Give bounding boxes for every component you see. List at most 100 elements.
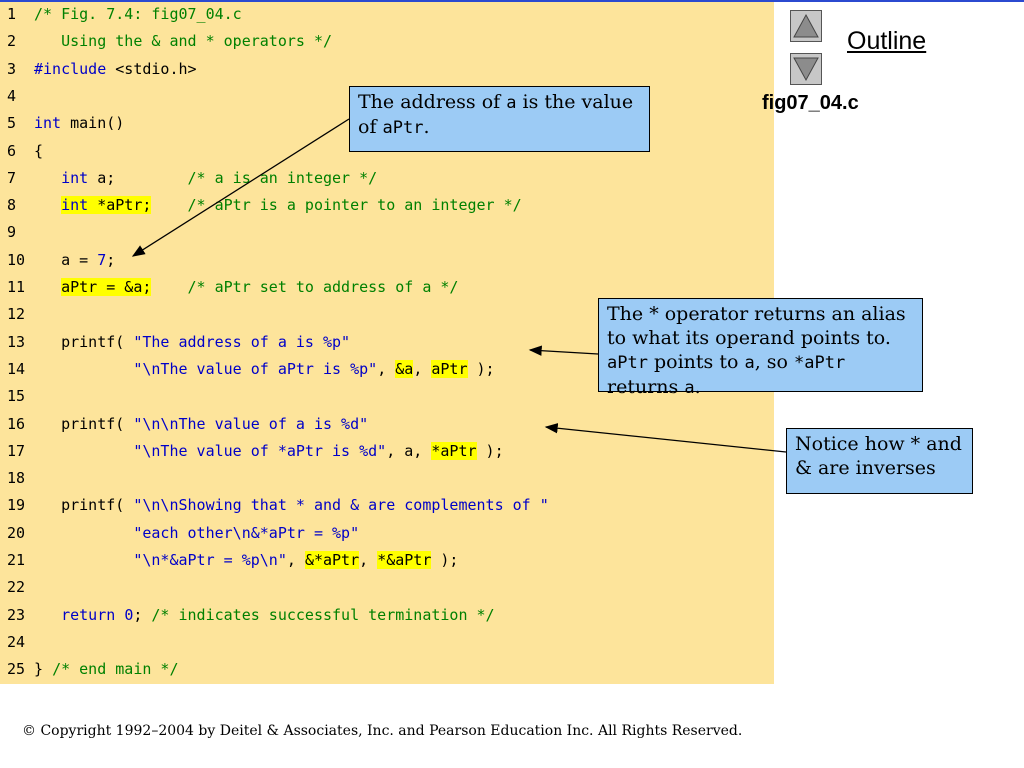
code-line: 2 Using the & and * operators */ [0,31,774,58]
line-number: 6 [7,141,17,160]
code-line: 18 [0,468,774,495]
line-number: 20 [7,523,26,542]
code-text: printf( "\n\nShowing that * and & are co… [34,495,549,515]
code-line: 11 aPtr = &a; /* aPtr set to address of … [0,277,774,304]
line-number: 15 [7,387,26,406]
code-text: #include <stdio.h> [34,59,197,79]
code-line: 3 #include <stdio.h> [0,59,774,86]
code-line: 16 printf( "\n\nThe value of a is %d" [0,414,774,441]
callout-address-of-a: The address of a is the value of aPtr. [349,86,650,152]
code-token: "each other\n&*aPtr = %p" [133,523,360,542]
line-number: 22 [7,578,26,597]
code-token: "\nThe value of *aPtr is %d" [133,441,387,460]
code-line: 14 "\nThe value of aPtr is %p", &a, aPtr… [0,359,774,386]
code-token: ); [431,551,459,569]
line-number: 5 [7,114,17,133]
code-text: "\nThe value of *aPtr is %d", a, *aPtr )… [34,441,504,461]
callout-inverses: Notice how * and & are inverses [786,428,973,494]
line-number: 23 [7,605,26,624]
code-token: ); [476,441,504,460]
code-token: "\nThe value of aPtr is %p" [133,359,378,378]
code-token: } [34,660,53,679]
code-text: /* Fig. 7.4: fig07_04.c [34,4,242,24]
code-token [34,360,133,378]
code-text: "each other\n&*aPtr = %p" [34,523,359,543]
code-token: return [61,605,116,624]
code-token: , a, [386,441,432,460]
code-token: /* Fig. 7.4: fig07_04.c [34,5,242,23]
code-token: /* aPtr set to address of a */ [187,278,459,296]
line-number: 2 [7,32,17,51]
code-token: int [61,168,89,187]
highlighted-code-token: *aPtr [431,441,477,460]
line-number: 13 [7,332,26,351]
code-line: 24 [0,632,774,659]
code-line: 6{ [0,141,774,168]
triangle-down-icon [793,57,819,82]
code-text: "\n*&aPtr = %p\n", &*aPtr, *&aPtr ); [34,550,458,570]
code-token: { [34,141,44,160]
callout-dereference-operator: The * operator returns an alias to what … [598,298,923,398]
top-rule [0,0,1024,2]
code-line: 13 printf( "The address of a is %p" [0,332,774,359]
code-line: 12 [0,304,774,331]
code-token: "The address of a is %p" [133,332,351,351]
code-token: "\n\nThe value of a is %d" [133,414,369,433]
code-line: 19 printf( "\n\nShowing that * and & are… [0,495,774,522]
previous-slide-button[interactable] [790,10,822,42]
code-token [34,551,133,569]
code-line: 1 /* Fig. 7.4: fig07_04.c [0,4,774,31]
line-number: 19 [7,496,26,515]
code-token: , [377,359,396,378]
line-number: 14 [7,359,26,378]
code-token: printf( [34,332,134,351]
code-line: 15 [0,386,774,413]
next-slide-button[interactable] [790,53,822,85]
code-token: int [34,114,62,133]
code-text: printf( "\n\nThe value of a is %d" [34,414,368,434]
code-line: 17 "\nThe value of *aPtr is %d", a, *aPt… [0,441,774,468]
code-token: /* a is an integer */ [187,168,378,187]
code-line: 21 "\n*&aPtr = %p\n", &*aPtr, *&aPtr ); [0,550,774,577]
code-text: int *aPtr; /* aPtr is a pointer to an in… [34,195,522,215]
code-text: int main() [34,113,124,133]
code-token [151,278,187,296]
code-token: #include [34,59,107,78]
highlighted-code-token: *&aPtr [377,551,432,569]
code-token: printf( [34,496,134,515]
code-token: Using the & and * operators */ [34,32,333,51]
line-number: 8 [7,196,17,215]
code-token: /* aPtr is a pointer to an integer */ [187,196,522,215]
line-number: 4 [7,86,17,105]
highlighted-code-token: aPtr = &a; [61,278,152,296]
line-number: 7 [7,168,17,187]
code-text: printf( "The address of a is %p" [34,332,350,352]
line-number: 3 [7,59,17,78]
code-text: } /* end main */ [34,659,179,679]
line-number: 9 [7,223,17,242]
highlighted-code-token: aPtr [431,359,468,378]
code-line: 7 int a; /* a is an integer */ [0,168,774,195]
line-number: 24 [7,632,26,651]
code-token: "\n*&aPtr = %p\n" [133,551,287,569]
line-number: 17 [7,441,26,460]
code-token: , [359,551,378,569]
copyright-notice: © Copyright 1992–2004 by Deitel & Associ… [22,723,743,739]
code-line: 4 [0,86,774,113]
code-token [34,606,61,624]
line-number: 12 [7,305,26,324]
highlighted-code-token: &*aPtr [304,551,360,569]
line-number: 10 [7,250,26,269]
code-token: ; [133,605,152,624]
code-token [34,524,133,542]
code-line: 9 [0,222,774,249]
code-token: main() [61,114,125,133]
line-number: 16 [7,414,26,433]
code-token: 7 [97,250,107,269]
line-number: 1 [7,5,17,23]
code-token: ); [467,359,495,378]
code-line: 8 int *aPtr; /* aPtr is a pointer to an … [0,195,774,222]
line-number: 18 [7,469,26,488]
code-line: 23 return 0; /* indicates successful ter… [0,605,774,632]
outline-link[interactable]: Outline [847,27,927,55]
